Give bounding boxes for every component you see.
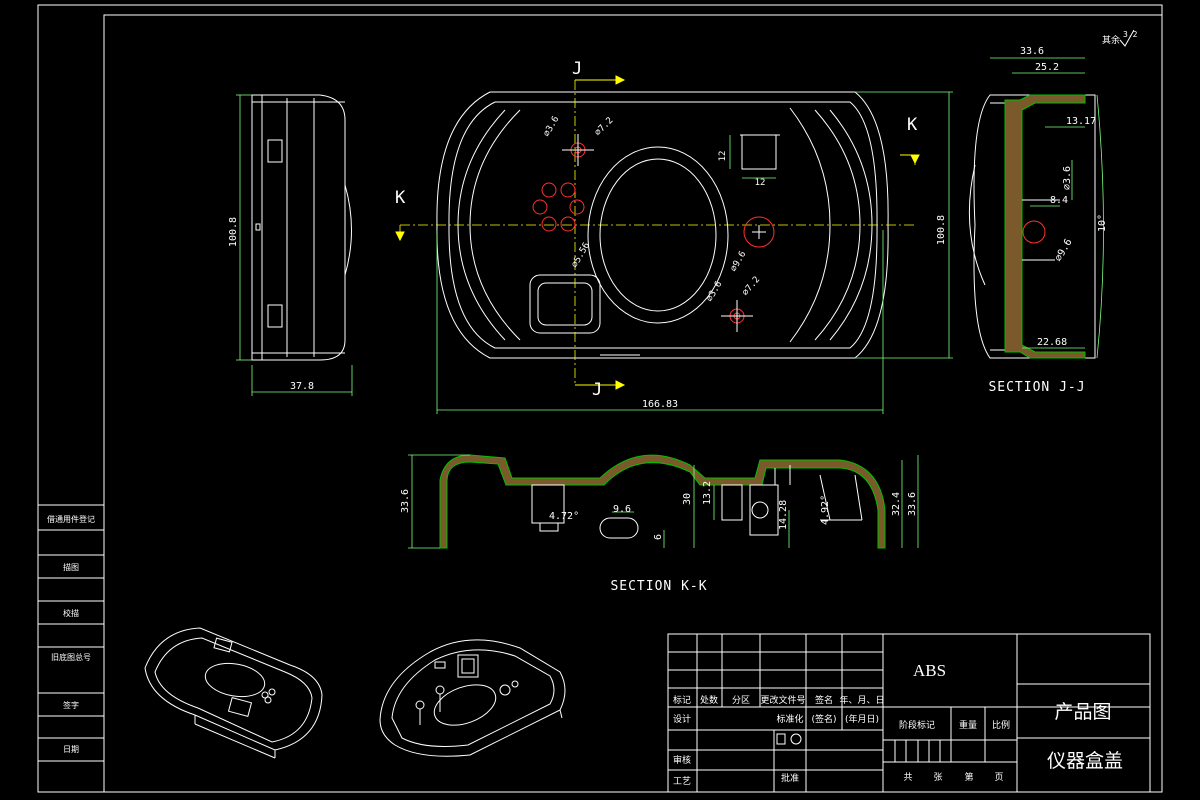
drawing-frame bbox=[37, 4, 1163, 793]
svg-text:分区: 分区 bbox=[732, 695, 750, 706]
drawing-type-label: 产品图 bbox=[1054, 701, 1111, 723]
front-height-dim: 100.8 bbox=[936, 215, 947, 245]
svg-text:批准: 批准 bbox=[781, 772, 799, 784]
svg-text:4.72°: 4.72° bbox=[549, 511, 579, 522]
svg-text:设计: 设计 bbox=[673, 713, 691, 725]
svg-text:工艺: 工艺 bbox=[673, 776, 691, 787]
front-width-dim: 166.83 bbox=[642, 399, 678, 410]
front-centerlines bbox=[399, 80, 916, 385]
side-width-dim: 37.8 bbox=[290, 381, 314, 392]
svg-text:∅9.6: ∅9.6 bbox=[729, 250, 749, 274]
svg-text:∅3.6: ∅3.6 bbox=[1062, 166, 1073, 190]
svg-text:13.2: 13.2 bbox=[702, 481, 713, 505]
svg-text:∅3.6: ∅3.6 bbox=[542, 115, 562, 139]
svg-text:J: J bbox=[592, 380, 602, 400]
kk-dimension-labels: 33.6 4.72° 9.6 6 30 13.2 14.28 4.92° 32.… bbox=[400, 481, 918, 540]
hole-crosses bbox=[562, 134, 766, 332]
section-jj: 33.6 25.2 13.17 ∅3.6 8.4 ∅9.6 10° 22.68 … bbox=[968, 46, 1108, 395]
svg-text:张: 张 bbox=[933, 772, 942, 783]
side-view: 100.8 37.8 bbox=[228, 94, 353, 396]
roughness-symbol-icon bbox=[1119, 29, 1135, 47]
svg-text:30: 30 bbox=[682, 493, 693, 505]
jj-dimensions bbox=[990, 57, 1104, 359]
svg-text:∅5.56: ∅5.56 bbox=[570, 241, 592, 269]
svg-text:标记: 标记 bbox=[673, 694, 691, 706]
svg-text:9.6: 9.6 bbox=[613, 504, 631, 515]
isometric-view-top bbox=[144, 627, 323, 759]
section-kk: 33.6 4.72° 9.6 6 30 13.2 14.28 4.92° 32.… bbox=[400, 454, 919, 594]
svg-text:比例: 比例 bbox=[992, 719, 1010, 731]
svg-text:重量: 重量 bbox=[959, 719, 977, 731]
front-view: J J K K ∅3.6 bbox=[395, 59, 953, 414]
svg-text:10°: 10° bbox=[1097, 214, 1108, 232]
side-view-dimensions bbox=[236, 94, 353, 396]
svg-text:页: 页 bbox=[994, 772, 1003, 783]
svg-text:K: K bbox=[395, 188, 406, 208]
front-dimensions bbox=[436, 91, 953, 414]
strip-label-check: 校描 bbox=[63, 608, 79, 618]
strip-label-date: 日期 bbox=[63, 745, 79, 754]
part-name-label: 仪器盒盖 bbox=[1047, 750, 1123, 772]
strip-label-old-number: 旧底图总号 bbox=[51, 652, 91, 662]
svg-text:8.4: 8.4 bbox=[1050, 195, 1068, 206]
square-height-dim: 12 bbox=[718, 151, 728, 162]
svg-text:年、月、日: 年、月、日 bbox=[839, 694, 884, 706]
svg-text:第: 第 bbox=[964, 771, 973, 783]
cut-plane-labels: J J K K bbox=[395, 59, 918, 400]
strip-label-signature: 签字 bbox=[63, 700, 79, 710]
svg-text:更改文件号: 更改文件号 bbox=[760, 694, 805, 706]
section-jj-title: SECTION J-J bbox=[988, 380, 1085, 395]
svg-text:审核: 审核 bbox=[673, 754, 691, 766]
left-strip-labels: 借通用件登记 描图 校描 旧底图总号 签字 日期 bbox=[47, 514, 95, 754]
svg-text:4.92°: 4.92° bbox=[820, 495, 831, 525]
svg-text:K: K bbox=[907, 115, 918, 135]
svg-text:(年月日): (年月日) bbox=[845, 713, 879, 725]
svg-text:33.6: 33.6 bbox=[1020, 46, 1044, 57]
section-kk-title: SECTION K-K bbox=[610, 579, 707, 594]
title-block bbox=[667, 633, 1151, 793]
surface-roughness-note: 其余 3.2 bbox=[1102, 29, 1138, 47]
cut-plane-markers bbox=[395, 75, 920, 390]
title-block-text: ABS 产品图 仪器盒盖 标记 处数 分区 更改文件号 签名 年、月、日 设计 … bbox=[673, 661, 1123, 787]
front-holes bbox=[532, 142, 775, 324]
kk-dimensions bbox=[408, 454, 919, 549]
strip-label-trace: 描图 bbox=[63, 562, 79, 572]
svg-text:(签名): (签名) bbox=[811, 713, 836, 725]
svg-text:3.2: 3.2 bbox=[1123, 30, 1138, 39]
svg-text:33.6: 33.6 bbox=[907, 492, 918, 516]
svg-text:签名: 签名 bbox=[815, 694, 833, 706]
svg-text:其余: 其余 bbox=[1102, 34, 1120, 46]
svg-text:6: 6 bbox=[653, 534, 664, 540]
svg-text:∅3.6: ∅3.6 bbox=[705, 280, 725, 304]
isometric-view-bottom bbox=[379, 639, 566, 757]
material-label: ABS bbox=[913, 661, 946, 680]
svg-text:13.17: 13.17 bbox=[1066, 116, 1096, 127]
square-width-dim: 12 bbox=[755, 178, 766, 188]
svg-text:33.6: 33.6 bbox=[400, 489, 411, 513]
svg-text:22.68: 22.68 bbox=[1037, 337, 1067, 348]
svg-text:标准化: 标准化 bbox=[776, 713, 803, 725]
svg-text:共: 共 bbox=[903, 772, 912, 783]
svg-text:14.28: 14.28 bbox=[778, 500, 789, 530]
svg-text:处数: 处数 bbox=[700, 694, 718, 706]
strip-label-register: 借通用件登记 bbox=[47, 514, 95, 524]
kk-section-wall bbox=[439, 454, 886, 549]
svg-text:32.4: 32.4 bbox=[891, 492, 902, 516]
svg-text:∅7.2: ∅7.2 bbox=[593, 116, 615, 138]
svg-text:阶段标记: 阶段标记 bbox=[899, 719, 935, 731]
left-record-strip bbox=[38, 529, 104, 762]
svg-text:J: J bbox=[572, 59, 582, 79]
svg-text:∅9.6: ∅9.6 bbox=[1053, 237, 1075, 263]
side-height-dim: 100.8 bbox=[228, 217, 239, 247]
jj-section-wall bbox=[1004, 94, 1086, 359]
svg-text:∅7.2: ∅7.2 bbox=[741, 275, 763, 298]
svg-text:25.2: 25.2 bbox=[1035, 62, 1059, 73]
